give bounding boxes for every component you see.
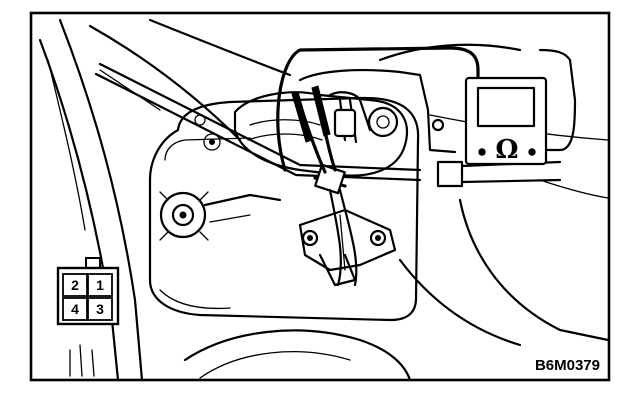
door-rod — [94, 62, 562, 188]
lock-actuator — [159, 191, 282, 241]
connector-plug — [296, 90, 372, 287]
diagram-frame — [29, 11, 611, 382]
pin-label: 3 — [96, 301, 104, 317]
test-leads — [276, 46, 577, 172]
meter-terminal-right — [528, 148, 536, 156]
ohmmeter: Ω — [464, 76, 548, 166]
latch-assembly — [298, 208, 397, 287]
ohmmeter-body — [464, 76, 548, 166]
ohmmeter-display — [476, 86, 536, 128]
meter-terminal-left — [478, 148, 486, 156]
pin-label: 1 — [96, 277, 104, 293]
ohm-symbol: Ω — [495, 135, 518, 165]
figure-code: B6M0379 — [535, 357, 600, 374]
pin-label: 4 — [71, 301, 79, 317]
connector-pin-diagram: 2 1 4 3 — [56, 257, 120, 326]
service-hole-outline — [148, 96, 420, 322]
pin-label: 2 — [71, 277, 79, 293]
